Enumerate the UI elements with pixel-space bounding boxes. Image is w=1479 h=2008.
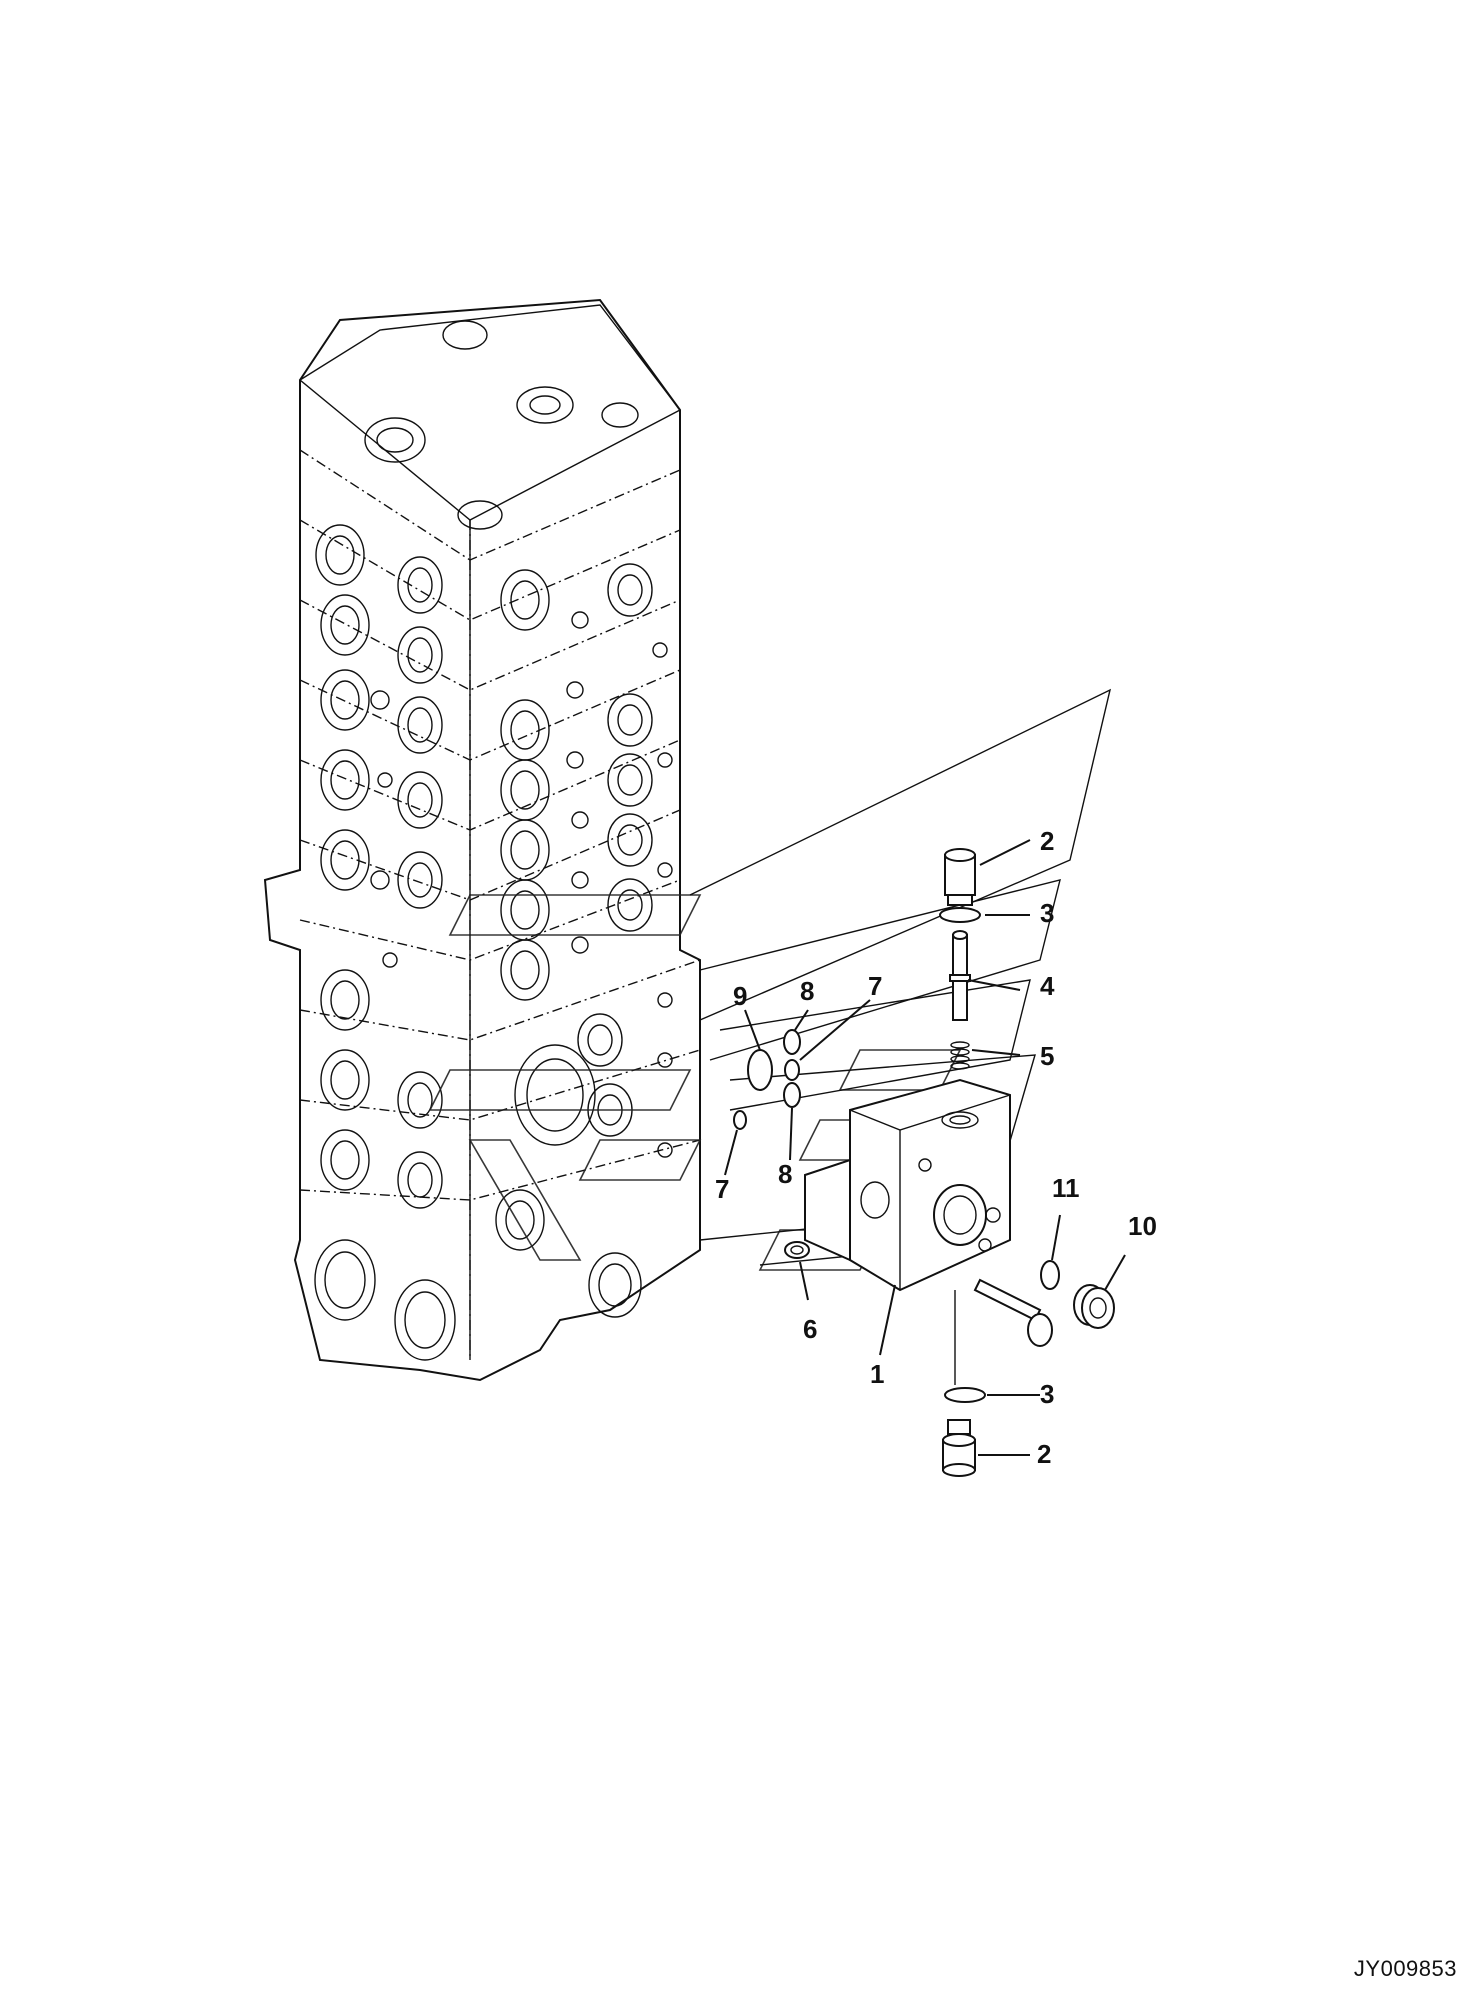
callout-9: 9 <box>733 981 747 1011</box>
callout-4: 4 <box>1040 971 1055 1001</box>
bolt <box>973 1278 1053 1347</box>
o-ring-11 <box>1040 1260 1060 1290</box>
spring <box>950 1041 970 1070</box>
left-face-ports <box>314 524 456 1361</box>
callout-10: 10 <box>1128 1211 1157 1241</box>
plug-top <box>944 848 976 906</box>
spool <box>949 930 971 1021</box>
o-ring-7-upper <box>784 1059 800 1081</box>
o-ring-8-upper <box>783 1029 801 1055</box>
callout-labels: 2 3 4 5 9 8 7 8 7 6 1 11 10 3 2 <box>715 826 1157 1469</box>
callout-7-lower: 7 <box>715 1174 729 1204</box>
callout-6: 6 <box>803 1314 817 1344</box>
callout-8-upper: 8 <box>800 976 814 1006</box>
o-ring-bottom <box>944 1387 986 1403</box>
o-ring-top <box>939 907 981 923</box>
o-ring-8-lower <box>783 1082 801 1108</box>
plug-small <box>784 1241 810 1259</box>
plug-bottom <box>942 1419 976 1477</box>
callout-1: 1 <box>870 1359 884 1389</box>
o-ring-7-lower <box>733 1110 747 1130</box>
valve-block <box>804 1078 1011 1292</box>
callout-2-bottom: 2 <box>1037 1439 1051 1469</box>
leader-lines <box>724 839 1126 1456</box>
callout-8-lower: 8 <box>778 1159 792 1189</box>
callout-2-top: 2 <box>1040 826 1054 856</box>
o-ring-9 <box>747 1049 773 1091</box>
control-valve-assembly <box>263 298 701 1382</box>
callout-11: 11 <box>1052 1173 1080 1203</box>
callout-3-bottom: 3 <box>1040 1379 1054 1409</box>
drawing-id: JY009853 <box>1353 1956 1457 1981</box>
callout-7-upper: 7 <box>868 971 882 1001</box>
callout-3-top: 3 <box>1040 898 1054 928</box>
callout-5: 5 <box>1040 1041 1054 1071</box>
plug-side <box>1073 1284 1115 1329</box>
